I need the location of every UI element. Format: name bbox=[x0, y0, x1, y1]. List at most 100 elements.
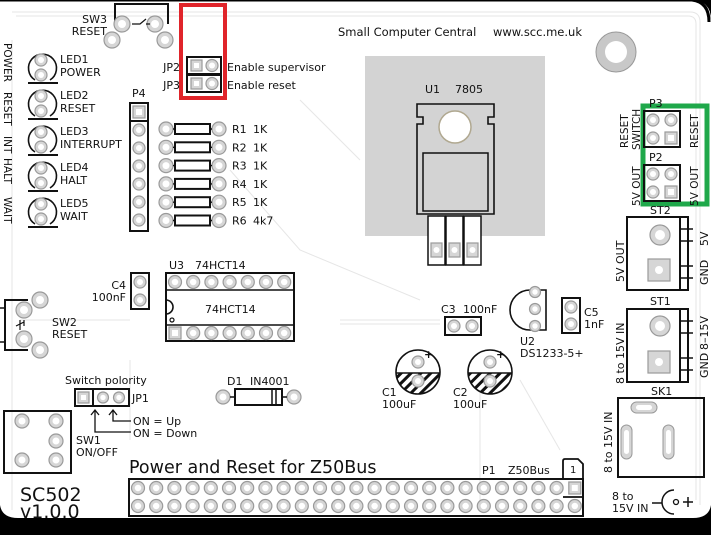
jp2-jumper[interactable] bbox=[186, 56, 222, 75]
p1-pin bbox=[367, 480, 382, 496]
st1-terminal[interactable] bbox=[626, 308, 693, 383]
c4-ref: C4 bbox=[111, 279, 126, 292]
faint-traces bbox=[11, 11, 701, 510]
u2-supervisor bbox=[509, 285, 547, 333]
p1-z50bus-header[interactable] bbox=[128, 458, 584, 517]
led-1 bbox=[27, 53, 58, 84]
resistor-r3 bbox=[158, 158, 227, 174]
p1-pin bbox=[167, 480, 182, 496]
resistor-r2 bbox=[158, 139, 227, 155]
sw2-ref: SW2 bbox=[52, 316, 77, 329]
resistor-pad bbox=[158, 194, 174, 210]
p1-pin bbox=[476, 498, 491, 514]
p1-pin bbox=[367, 498, 382, 514]
st1-ref: ST1 bbox=[650, 295, 671, 308]
led-ref: LED5 bbox=[60, 197, 89, 210]
sw1-name: ON/OFF bbox=[76, 446, 118, 459]
resistor-value: 1K bbox=[253, 141, 268, 154]
resistor-r1 bbox=[158, 121, 227, 137]
d1-ref: D1 bbox=[227, 375, 242, 388]
sw1-power-switch[interactable] bbox=[3, 410, 72, 474]
p2-header[interactable] bbox=[643, 164, 681, 202]
led-name: WAIT bbox=[60, 210, 88, 223]
p1-pin bbox=[240, 480, 255, 496]
p1-name: Z50Bus bbox=[508, 464, 550, 477]
maker-name: Small Computer Central bbox=[338, 25, 476, 39]
d1-diode bbox=[215, 388, 302, 406]
led-ref: LED2 bbox=[60, 89, 89, 102]
sw3-name: RESET bbox=[72, 25, 108, 38]
p1-pin bbox=[549, 480, 564, 496]
red-highlight-box bbox=[179, 3, 227, 100]
c5-capacitor bbox=[561, 297, 581, 334]
side-label-wait: WAIT bbox=[1, 197, 13, 224]
u1-part: 7805 bbox=[455, 83, 483, 96]
resistor-pad bbox=[211, 212, 227, 229]
p1-pin bbox=[531, 498, 546, 514]
p3-header[interactable] bbox=[643, 110, 681, 148]
p1-pin bbox=[149, 480, 164, 496]
sk1-dc-jack[interactable] bbox=[617, 397, 705, 478]
led-pad bbox=[34, 197, 48, 211]
p1-pin bbox=[440, 480, 455, 496]
led-pad bbox=[34, 89, 48, 103]
resistor-pad bbox=[158, 121, 174, 137]
jp3-jumper[interactable] bbox=[186, 74, 222, 93]
p4-pin bbox=[132, 159, 146, 173]
resistor-pad bbox=[211, 194, 227, 210]
jp1-title: Switch polority bbox=[65, 374, 147, 387]
sw3-ref: SW3 bbox=[82, 13, 107, 26]
p2-left-label: 5V OUT bbox=[631, 166, 643, 206]
resistor-pad bbox=[158, 139, 174, 155]
u3-pin bbox=[277, 325, 292, 341]
p3-right-label: RESET bbox=[689, 114, 701, 148]
polarity-icon bbox=[652, 489, 693, 515]
u3-pin bbox=[258, 325, 274, 341]
st2-ref: ST2 bbox=[650, 204, 671, 217]
led-pad bbox=[34, 140, 48, 154]
p1-pin bbox=[167, 498, 182, 514]
u3-ic bbox=[165, 272, 295, 342]
p1-pin bbox=[458, 498, 473, 514]
resistor-pad bbox=[211, 139, 227, 155]
sw3-reset-switch[interactable] bbox=[103, 3, 174, 49]
u1-regulator bbox=[416, 103, 495, 266]
p1-pin1-label: 1 bbox=[570, 465, 576, 476]
sk1-bottom-line1: 8 to bbox=[612, 490, 634, 503]
p1-pin bbox=[385, 498, 400, 514]
p1-pin bbox=[403, 498, 419, 514]
jp1-jumper[interactable] bbox=[74, 388, 130, 407]
p1-pin bbox=[294, 498, 309, 514]
green-highlight-box bbox=[640, 103, 710, 207]
p1-pin bbox=[458, 480, 473, 496]
sw2-reset-switch[interactable] bbox=[0, 291, 49, 359]
board-version: v1.0.0 bbox=[20, 501, 80, 523]
p2-right-label: 5V OUT bbox=[689, 166, 701, 206]
p3-ref: P3 bbox=[649, 97, 663, 110]
led-name: RESET bbox=[60, 102, 96, 115]
p4-header[interactable] bbox=[129, 102, 149, 232]
led-ref: LED1 bbox=[60, 53, 89, 66]
led-group: LED1POWERLED2RESETLED3INTERRUPTLED4HALTL… bbox=[27, 53, 122, 228]
c2-value: 100uF bbox=[453, 398, 487, 411]
website: www.scc.me.uk bbox=[493, 25, 582, 39]
p1-pin bbox=[403, 480, 419, 496]
p1-pin bbox=[331, 498, 346, 514]
p1-ref: P1 bbox=[482, 464, 496, 477]
u3-part: 74HCT14 bbox=[195, 259, 246, 272]
u1-ref: U1 bbox=[425, 83, 440, 96]
c5-ref: C5 bbox=[584, 306, 599, 319]
c4-value: 100nF bbox=[92, 291, 126, 304]
c2-ref: C2 bbox=[453, 386, 468, 399]
p1-pin bbox=[203, 480, 218, 496]
c4-capacitor bbox=[130, 272, 150, 310]
p3-left-label-1: RESET bbox=[619, 114, 631, 148]
st2-terminal[interactable] bbox=[626, 216, 693, 291]
u3-pin bbox=[204, 274, 219, 290]
side-label-reset: RESET bbox=[1, 92, 13, 126]
u3-pin bbox=[240, 325, 255, 341]
p1-pin bbox=[149, 498, 164, 514]
p1-pin bbox=[422, 480, 437, 496]
led-pad bbox=[34, 212, 48, 226]
